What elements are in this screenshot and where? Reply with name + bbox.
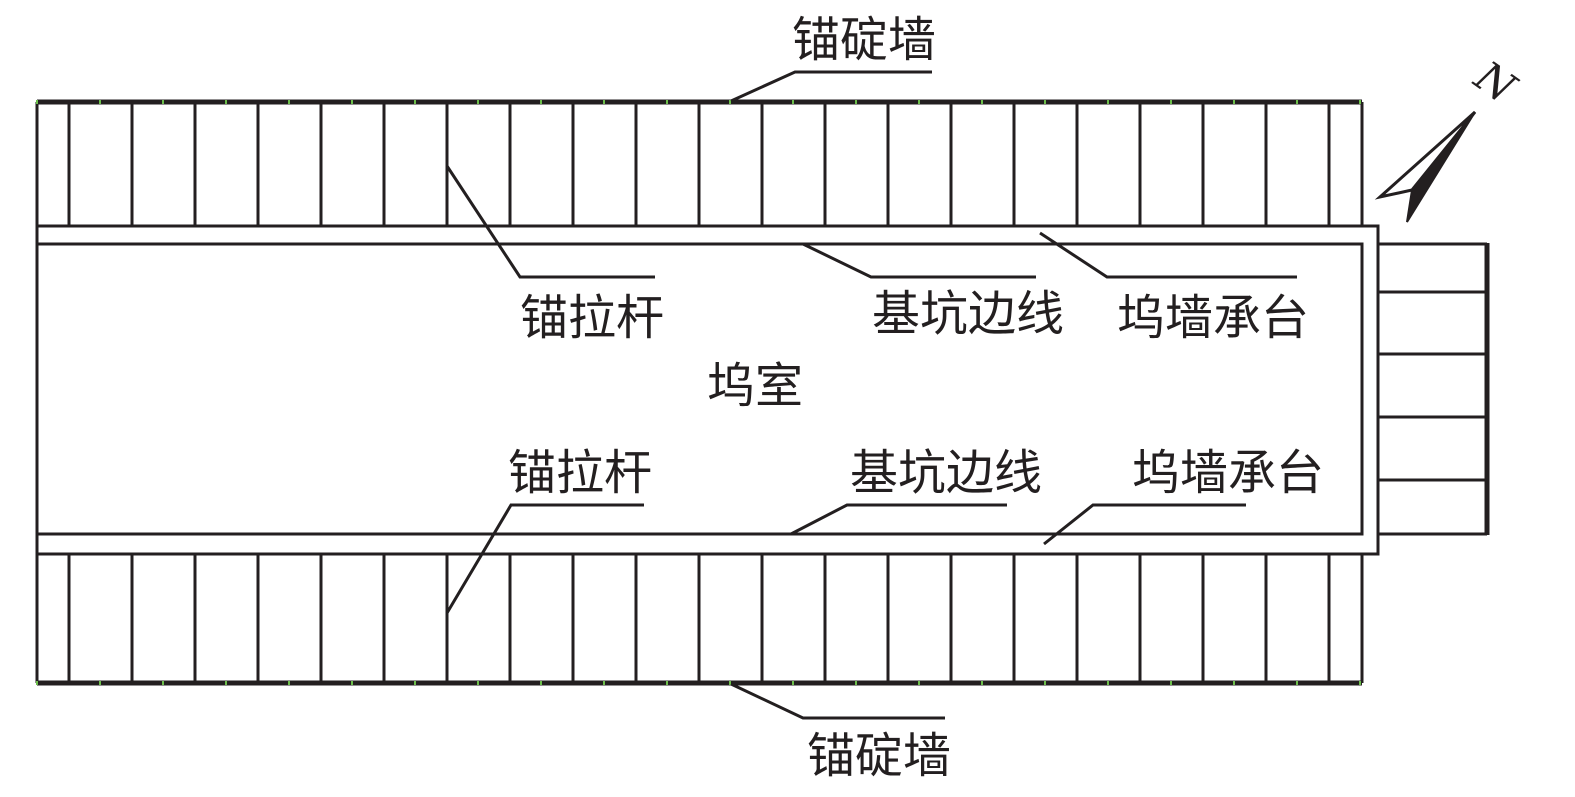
bottom-anchor-panel xyxy=(35,554,1364,686)
label-dock-cap-lower: 坞墙承台 xyxy=(1132,445,1324,501)
label-pit-edge-upper: 基坑边线 xyxy=(872,286,1064,342)
leader-pit-edge-lower xyxy=(790,503,1007,536)
leader-dock-cap-lower xyxy=(1043,503,1246,546)
north-arrow-icon: N xyxy=(1374,51,1525,223)
label-tie-rod-upper: 锚拉杆 xyxy=(520,290,664,346)
label-bottom-anchor-wall: 锚碇墙 xyxy=(807,728,951,784)
label-tie-rod-lower: 锚拉杆 xyxy=(508,445,652,501)
top-anchor-panel xyxy=(35,99,1364,554)
north-label: N xyxy=(1465,51,1525,114)
leader-top-wall xyxy=(730,70,932,103)
pit-edge-outline xyxy=(35,242,1364,536)
label-dock-cap-upper: 坞墙承台 xyxy=(1117,290,1309,346)
leader-dock-cap-upper xyxy=(1039,231,1297,279)
leader-tie-rod-lower xyxy=(445,503,644,614)
label-top-anchor-wall: 锚碇墙 xyxy=(792,12,936,68)
leader-pit-edge-upper xyxy=(802,242,1036,279)
north-arrow-black-half xyxy=(1406,111,1476,223)
label-pit-edge-lower: 基坑边线 xyxy=(850,445,1042,501)
leader-bottom-wall xyxy=(730,682,945,720)
gate-extension xyxy=(1378,242,1490,536)
leader-tie-rod-upper xyxy=(445,165,655,279)
label-dock-chamber: 坞室 xyxy=(707,358,803,414)
